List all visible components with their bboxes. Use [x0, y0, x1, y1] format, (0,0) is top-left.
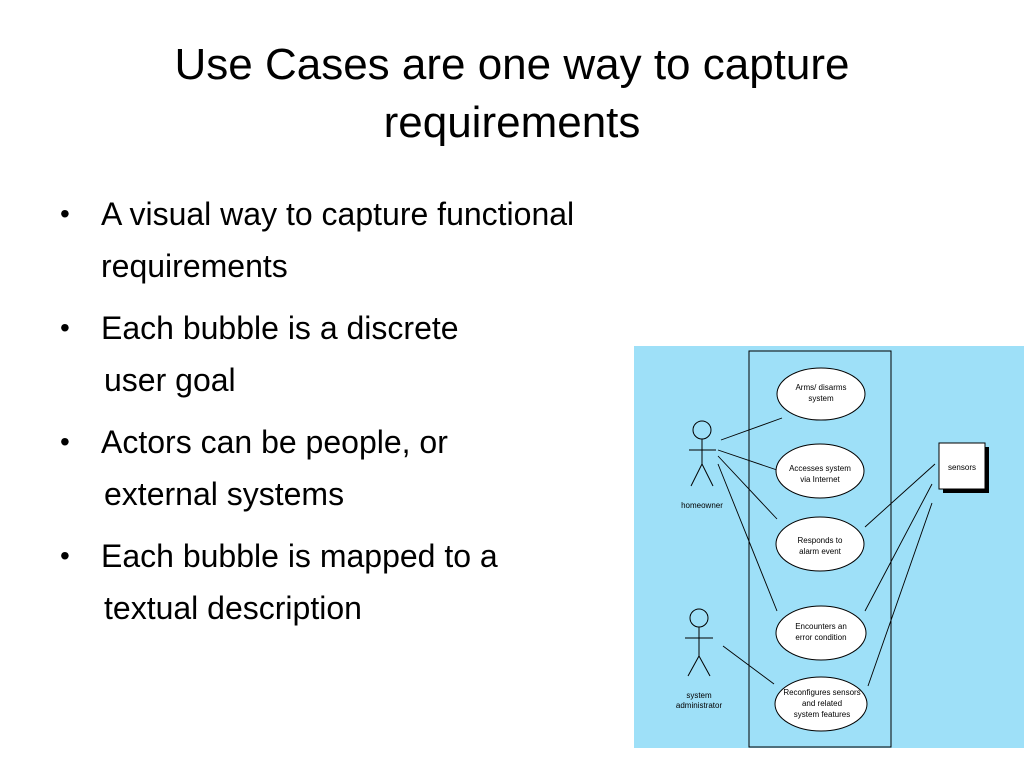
use-case-label: system	[808, 394, 834, 403]
use-case-ellipses	[774, 367, 868, 732]
use-case-ellipse	[775, 605, 867, 661]
bullet-item: • Actors can be people, or external syst…	[60, 416, 760, 520]
use-case-label: Responds to	[798, 536, 843, 545]
association-line	[720, 417, 783, 441]
bullet-dot: •	[60, 426, 70, 457]
use-case-label: via Internet	[800, 475, 840, 484]
slide-title-line-2: requirements	[383, 98, 641, 147]
use-case-label: error condition	[795, 633, 846, 642]
bullet-dot: •	[60, 540, 70, 571]
bullet-text-line: Each bubble is mapped to a	[101, 538, 498, 574]
bullet-item: • Each bubble is a discrete user goal	[60, 302, 760, 406]
association-line	[717, 463, 778, 612]
association-line	[722, 645, 775, 685]
sensors-label: sensors	[948, 463, 976, 472]
bullet-list: • A visual way to capture functional req…	[60, 188, 760, 634]
use-case-ellipse	[775, 443, 865, 499]
use-case-diagram: homeowner system administrator Arms/ dis…	[634, 346, 1024, 748]
slide-title-line-1: Use Cases are one way to capture	[174, 40, 850, 89]
bullet-text-line: textual description	[104, 590, 362, 626]
bullet-item: • A visual way to capture functional req…	[60, 188, 760, 292]
association-lines	[717, 417, 936, 687]
use-case-ellipse	[776, 367, 866, 421]
system-administrator-label: administrator	[676, 701, 723, 710]
use-case-label: Arms/ disarms	[795, 383, 846, 392]
bullet-text-line: external systems	[104, 476, 345, 512]
system-boundary	[748, 350, 892, 748]
bullet-text-line: Actors can be people, or	[101, 424, 448, 460]
use-case-ellipse	[774, 676, 868, 732]
association-line	[864, 463, 936, 528]
bullet-dot: •	[60, 198, 70, 229]
bullet-text-line: A visual way to capture functional	[101, 196, 575, 232]
homeowner-actor-icon	[689, 420, 716, 487]
bullet-text-line: requirements	[101, 248, 288, 284]
use-case-label: alarm event	[799, 547, 842, 556]
system-administrator-actor-icon	[685, 608, 713, 677]
association-line	[864, 483, 933, 612]
association-line	[717, 449, 778, 471]
use-case-label: and related	[802, 699, 842, 708]
use-case-label: system features	[794, 710, 850, 719]
association-line	[717, 455, 778, 520]
use-case-label: Reconfigures sensors	[783, 688, 860, 697]
homeowner-label: homeowner	[681, 501, 723, 510]
bullet-dot: •	[60, 312, 70, 343]
bullet-text-line: user goal	[104, 362, 236, 398]
use-case-label: Accesses system	[789, 464, 851, 473]
sensors-box	[938, 442, 986, 490]
use-case-diagram-svg: homeowner system administrator Arms/ dis…	[634, 346, 1024, 748]
bullet-item: • Each bubble is mapped to a textual des…	[60, 530, 760, 634]
bullet-text-line: Each bubble is a discrete	[101, 310, 459, 346]
use-case-ellipse	[775, 516, 865, 572]
slide-title: Use Cases are one way to capture require…	[60, 36, 964, 152]
system-administrator-label: system	[686, 691, 712, 700]
use-case-label: Encounters an	[795, 622, 847, 631]
association-line	[867, 502, 933, 687]
